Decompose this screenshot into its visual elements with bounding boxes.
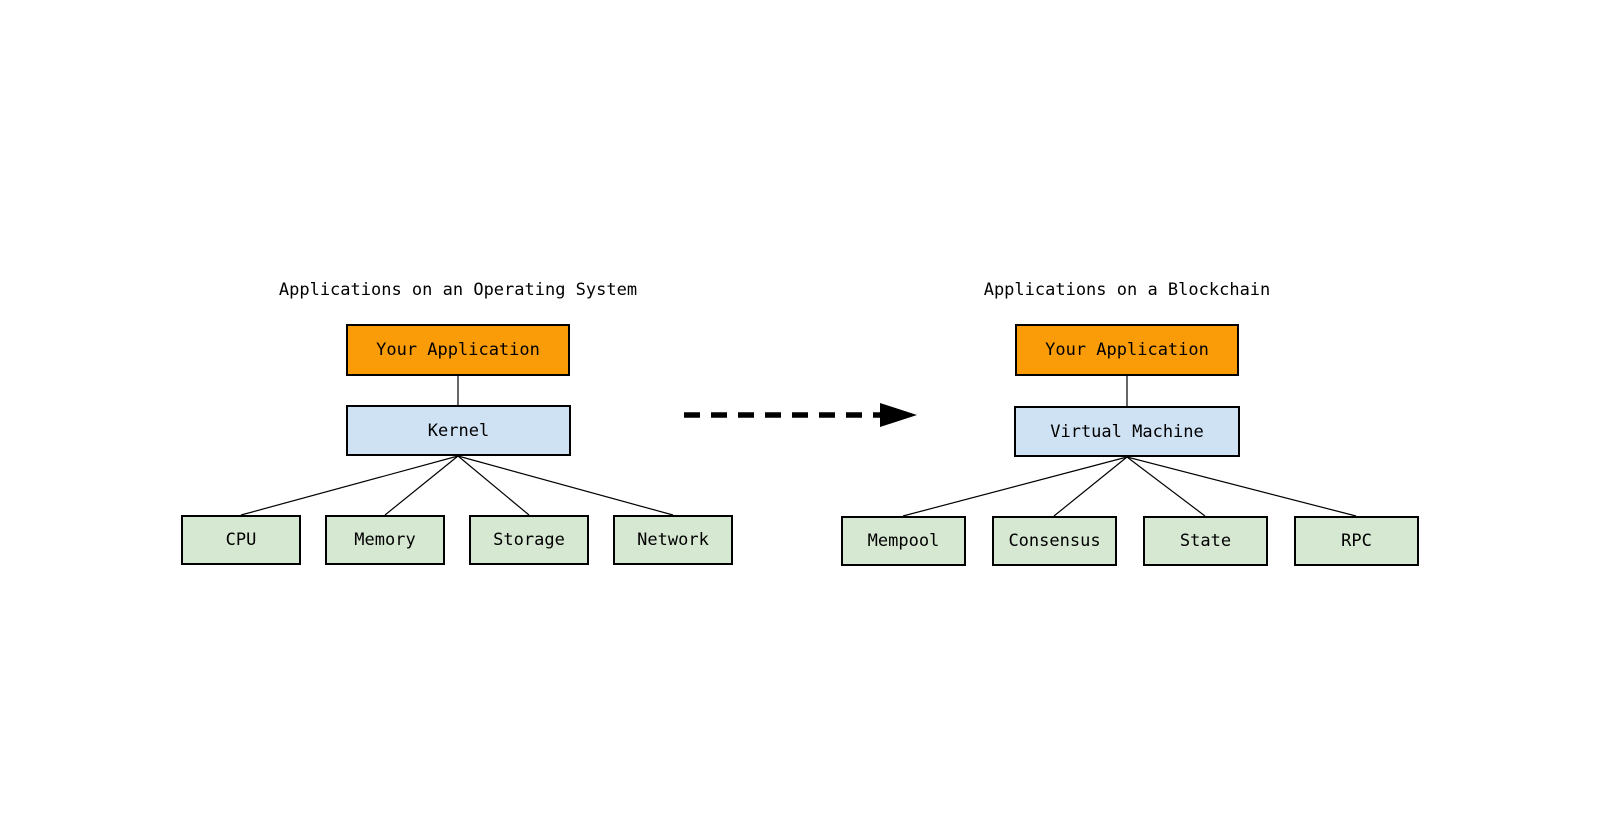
mempool-box: Mempool <box>841 516 966 566</box>
os-kernel-to-network-connector <box>457 455 674 516</box>
os-diagram-title: Applications on an Operating System <box>278 280 638 300</box>
bc-vm-to-consensus-connector <box>1053 456 1128 517</box>
virtual-machine-box: Virtual Machine <box>1014 406 1240 457</box>
rpc-box: RPC <box>1294 516 1419 566</box>
memory-box: Memory <box>325 515 445 565</box>
bc-vm-to-rpc-connector <box>1126 456 1357 517</box>
consensus-box: Consensus <box>992 516 1117 566</box>
kernel-box: Kernel <box>346 405 571 456</box>
blockchain-diagram-title: Applications on a Blockchain <box>983 280 1271 300</box>
bc-vm-to-state-connector <box>1126 456 1206 517</box>
os-kernel-to-storage-connector <box>457 455 530 516</box>
storage-box: Storage <box>469 515 589 565</box>
os-your-application-box: Your Application <box>346 324 570 376</box>
os-kernel-to-memory-connector <box>384 455 459 516</box>
cpu-box: CPU <box>181 515 301 565</box>
network-box: Network <box>613 515 733 565</box>
blockchain-your-application-box: Your Application <box>1015 324 1239 376</box>
os-kernel-to-cpu-connector <box>240 455 459 516</box>
state-box: State <box>1143 516 1268 566</box>
bc-vm-to-mempool-connector <box>902 456 1128 517</box>
dashed-arrow-right-icon <box>684 403 917 427</box>
